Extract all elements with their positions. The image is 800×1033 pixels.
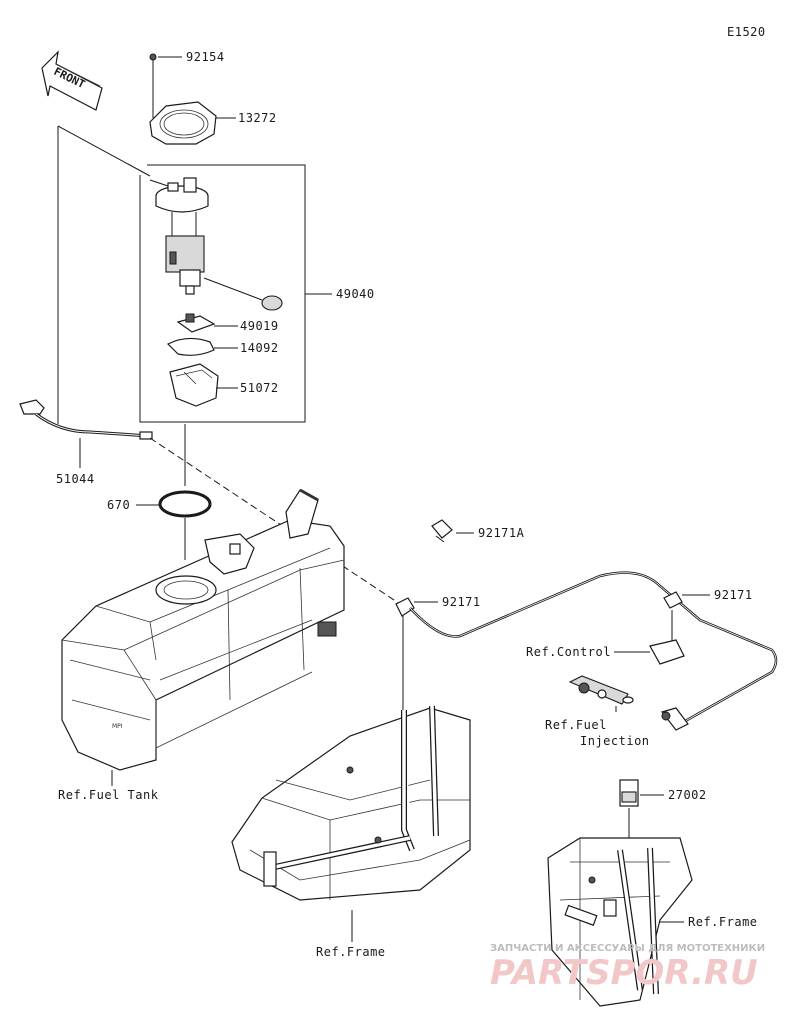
label-ref-control: Ref.Control bbox=[526, 645, 611, 659]
fuel-injection-rail bbox=[568, 675, 634, 705]
label-ref-fuel-tank: Ref.Fuel Tank bbox=[58, 788, 159, 802]
frame-right bbox=[547, 837, 693, 1007]
front-arrow-icon: FRONT bbox=[41, 50, 103, 111]
label-49019: 49019 bbox=[240, 319, 279, 333]
hose-51044 bbox=[19, 399, 153, 440]
label-670: 670 bbox=[107, 498, 130, 512]
frame-left bbox=[231, 705, 471, 901]
label-92171-right: 92171 bbox=[714, 588, 753, 602]
cover-14092 bbox=[166, 337, 215, 356]
label-92171-center: 92171 bbox=[442, 595, 481, 609]
label-13272: 13272 bbox=[238, 111, 277, 125]
filter-49019 bbox=[176, 313, 216, 333]
label-92154: 92154 bbox=[186, 50, 225, 64]
label-51044: 51044 bbox=[56, 472, 95, 486]
bracket-49040 bbox=[139, 164, 306, 423]
o-ring-670 bbox=[158, 490, 212, 518]
label-ref-frame-left: Ref.Frame bbox=[316, 945, 386, 959]
label-ref-frame-right: Ref.Frame bbox=[688, 915, 758, 929]
watermark-line2: PARTSPOR.RU bbox=[490, 953, 758, 993]
clamp-92171-right bbox=[663, 591, 683, 609]
label-51072: 51072 bbox=[240, 381, 279, 395]
diagram-code: E1520 bbox=[727, 25, 766, 39]
fuel-tank: MPI bbox=[61, 488, 345, 771]
screw-92154 bbox=[149, 53, 182, 66]
control-bracket bbox=[649, 639, 685, 665]
hose-connector bbox=[660, 707, 689, 731]
relay-27002 bbox=[619, 779, 639, 807]
label-27002: 27002 bbox=[668, 788, 707, 802]
gasket-13272 bbox=[149, 101, 217, 145]
label-ref-injection: Injection bbox=[580, 734, 650, 748]
label-92171A: 92171A bbox=[478, 526, 525, 540]
label-14092: 14092 bbox=[240, 341, 279, 355]
tank-mark: MPI bbox=[112, 723, 123, 730]
case-51072 bbox=[169, 363, 219, 407]
label-ref-fuel: Ref.Fuel bbox=[545, 718, 607, 732]
watermark-line1: ЗАПЧАСТИ И АКСЕССУАРЫ ДЛЯ МОТОТЕХНИКИ bbox=[490, 943, 765, 954]
routing-dash-line bbox=[149, 437, 401, 605]
label-49040: 49040 bbox=[336, 287, 375, 301]
clamp-92171-center bbox=[395, 597, 415, 617]
clamp-92171A bbox=[431, 519, 453, 543]
fuel-pump-assembly bbox=[149, 177, 283, 311]
